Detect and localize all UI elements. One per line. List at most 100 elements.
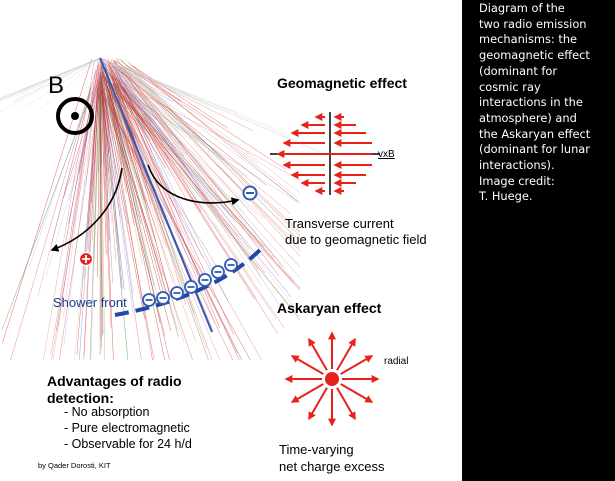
shower-track [20,57,101,91]
askaryan-caption-line-1: Time-varying [279,442,354,457]
radial-arrow [308,337,328,371]
shower-track [115,71,208,200]
caption-line: Image credit: [479,173,555,188]
shower-track [111,77,213,361]
shower-track [99,57,288,136]
shower-track [107,91,197,343]
negative-charge-icon [170,286,184,300]
shower-track [118,70,301,246]
shower-track [117,67,281,306]
shower-track [104,58,291,215]
shower-track [2,58,92,344]
shower-track [14,57,101,101]
shower-track [125,67,301,233]
shower-track [104,63,142,225]
side-caption: Diagram of the two radio emission mechan… [479,1,615,205]
shower-track [100,86,242,361]
shower-track [109,62,145,162]
caption-line: T. Huege. [479,189,533,204]
shower-track [102,93,166,337]
shower-track [118,65,184,157]
shower-track [114,67,148,120]
askaryan-caption-line-2: net charge excess [279,459,385,474]
caption-line: atmosphere) and [479,110,577,125]
shower-track [106,62,177,149]
shower-track [105,78,127,194]
shower-track [103,76,153,361]
shower-track [0,57,101,112]
caption-line: (dominant for [479,63,558,78]
shower-track [77,69,97,128]
radial-arrow [336,337,356,371]
negative-charge-icon [156,291,170,305]
negative-charge-icon [242,185,258,201]
vxb-label: vxB [378,149,395,160]
shower-track [101,97,113,283]
advantages-title-line-1: Advantages of radio [47,373,182,389]
caption-line: interactions in the [479,95,583,110]
shower-track [90,71,101,361]
shower-track [122,87,294,283]
shower-track [119,82,188,202]
figure-artwork [0,57,380,427]
shower-track [107,89,156,242]
shower-track [100,90,145,320]
shower-track [99,72,155,361]
shower-track [115,82,285,329]
shower-track [105,68,161,324]
shower-track [101,82,114,361]
shower-track [112,83,139,142]
shower-track [105,68,135,226]
geomagnetic-caption-line-2: due to geomagnetic field [285,232,427,247]
shower-track [37,83,93,297]
shower-front-charges [142,258,238,307]
b-field-out-of-page-icon [56,97,94,135]
shower-track [10,87,92,361]
shower-track [121,86,254,281]
shower-track [102,67,274,259]
shower-track [120,84,231,217]
caption-line: two radio emission [479,16,587,31]
shower-track [108,60,169,128]
shower-track [100,75,117,262]
shower-track [99,57,137,95]
shower-track [40,57,101,110]
advantage-item: - Pure electromagnetic [64,421,190,435]
caption-line: geomagnetic effect [479,48,590,63]
caption-line: mechanisms: the [479,32,578,47]
advantages-list: - No absorption - Pure electromagnetic -… [64,404,192,452]
shower-track [102,71,122,165]
shower-track [113,78,216,323]
shower-track [113,66,170,160]
radial-arrow [290,355,324,375]
shower-track [98,94,101,173]
shower-track [108,60,301,278]
shower-track [99,57,195,115]
shower-track [109,79,215,298]
shower-track [113,60,202,210]
shower-track [99,71,112,328]
radial-arrow [308,387,328,421]
shower-track [100,82,110,154]
negative-charge-icon [198,273,212,287]
caption-line: cosmic ray [479,79,541,94]
shower-track [99,57,139,86]
shower-track [101,75,301,291]
shower-track [103,61,170,194]
shower-track [104,63,173,136]
shower-track [108,95,172,331]
geomagnetic-caption-line-1: Transverse current [285,216,394,231]
shower-track [80,57,101,77]
shower-track [106,78,188,166]
askaryan-effect-diagram [284,331,380,427]
shower-track [109,65,278,334]
shower-track [101,61,121,138]
negative-charge-icon [142,293,156,307]
shower-track [103,94,193,361]
shower-track [105,82,145,201]
shower-track [22,57,101,109]
shower-track [106,94,170,361]
negative-charge-icon [224,258,238,272]
shower-track [112,61,276,257]
shower-track [101,71,301,181]
